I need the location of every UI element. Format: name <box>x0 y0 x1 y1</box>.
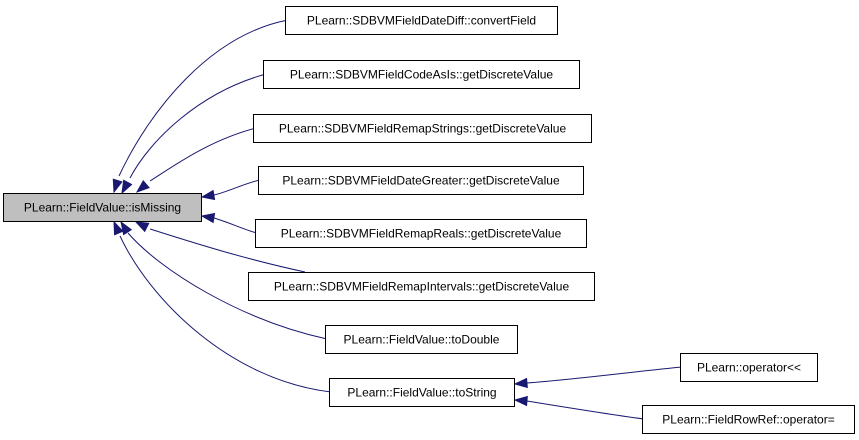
node-rowRefAssign[interactable]: PLearn::FieldRowRef::operator= <box>642 405 855 434</box>
node-box <box>325 325 518 354</box>
node-remapIntervals[interactable]: PLearn::SDBVMFieldRemapIntervals::getDis… <box>248 272 595 301</box>
node-label: PLearn::SDBVMFieldCodeAsIs::getDiscreteV… <box>290 68 554 82</box>
node-label: PLearn::FieldRowRef::operator= <box>662 413 834 427</box>
node-label: PLearn::operator<< <box>697 361 801 375</box>
edge-dateGreater-to-isMissing <box>200 179 261 201</box>
node-box <box>285 6 558 35</box>
node-remapStrings[interactable]: PLearn::SDBVMFieldRemapStrings::getDiscr… <box>253 114 592 143</box>
edge-line <box>119 235 332 393</box>
arrowhead-icon <box>112 178 123 194</box>
node-toDouble[interactable]: PLearn::FieldValue::toDouble <box>325 325 518 354</box>
edge-remapStrings-to-isMissing <box>135 127 257 193</box>
node-box <box>642 405 855 434</box>
edge-line <box>526 366 683 384</box>
node-box <box>253 114 592 143</box>
node-dateDiff[interactable]: PLearn::SDBVMFieldDateDiff::convertField <box>285 6 558 35</box>
arrowhead-icon <box>513 377 528 389</box>
edge-line <box>127 232 328 340</box>
edge-dateDiff-to-isMissing <box>112 19 289 194</box>
arrowhead-icon <box>135 179 150 193</box>
node-dateGreater[interactable]: PLearn::SDBVMFieldDateGreater::getDiscre… <box>258 166 584 195</box>
edge-line <box>129 73 267 179</box>
edges-layer <box>112 19 683 420</box>
node-label: PLearn::SDBVMFieldRemapStrings::getDiscr… <box>279 122 567 136</box>
node-isMissing: PLearn::FieldValue::isMissing <box>3 193 202 222</box>
edge-toString-to-isMissing <box>113 220 332 393</box>
edge-line <box>149 228 306 273</box>
edge-remapIntervals-to-isMissing <box>134 221 306 273</box>
node-label: PLearn::FieldValue::toString <box>347 386 496 400</box>
node-box <box>680 353 818 382</box>
node-label: PLearn::FieldValue::isMissing <box>24 201 181 215</box>
edge-line <box>213 217 258 234</box>
node-opStream[interactable]: PLearn::operator<< <box>680 353 818 382</box>
arrowhead-icon <box>120 220 133 236</box>
node-label: PLearn::SDBVMFieldRemapIntervals::getDis… <box>274 280 570 294</box>
edge-rowRefAssign-to-toString <box>513 395 645 420</box>
node-box <box>263 60 580 89</box>
edge-opStream-to-toString <box>513 366 683 389</box>
node-label: PLearn::SDBVMFieldDateGreater::getDiscre… <box>282 174 560 188</box>
arrowhead-icon <box>200 189 216 201</box>
node-toString[interactable]: PLearn::FieldValue::toString <box>329 378 515 407</box>
node-box <box>258 166 584 195</box>
node-box <box>329 378 515 407</box>
node-remapReals[interactable]: PLearn::SDBVMFieldRemapReals::getDiscret… <box>255 219 587 248</box>
node-box <box>3 193 202 222</box>
node-label: PLearn::SDBVMFieldDateDiff::convertField <box>307 14 536 28</box>
edge-line <box>213 179 261 196</box>
arrowhead-icon <box>134 221 150 233</box>
nodes-layer: PLearn::FieldValue::isMissingPLearn::SDB… <box>3 6 855 434</box>
node-label: PLearn::FieldValue::toDouble <box>344 333 500 347</box>
edge-remapReals-to-isMissing <box>200 212 258 234</box>
edge-line <box>149 127 257 182</box>
edge-line <box>526 400 645 420</box>
node-box <box>248 272 595 301</box>
arrowhead-icon <box>200 212 216 224</box>
edge-line <box>118 19 289 177</box>
node-codeAsIs[interactable]: PLearn::SDBVMFieldCodeAsIs::getDiscreteV… <box>263 60 580 89</box>
arrowhead-icon <box>121 179 133 195</box>
edge-codeAsIs-to-isMissing <box>121 73 267 195</box>
node-label: PLearn::SDBVMFieldRemapReals::getDiscret… <box>281 227 562 241</box>
node-box <box>255 219 587 248</box>
arrowhead-icon <box>513 395 528 407</box>
arrowhead-icon <box>113 220 124 236</box>
